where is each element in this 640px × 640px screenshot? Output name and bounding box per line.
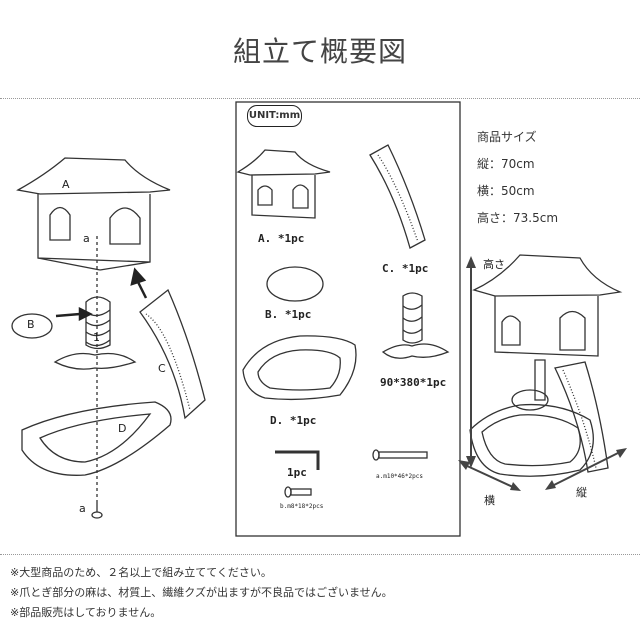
part-post-label: 90*380*1pc — [380, 376, 447, 389]
bottom-divider — [0, 554, 640, 555]
label-screw-a-bottom: a — [79, 502, 86, 515]
note-1: ※大型商品のため、２名以上で組み立ててください。 — [10, 566, 272, 579]
axis-length-label: 縦 — [576, 486, 587, 499]
axis-width-label: 横 — [484, 494, 495, 507]
part-c-label: C. *1pc — [382, 262, 429, 275]
bottom-screw — [91, 511, 103, 519]
note-2: ※爪とぎ部分の麻は、材質上、繊維クズが出ますが不良品ではございません。 — [10, 586, 393, 599]
part-bolt-long-label: a.m10*46*2pcs — [376, 473, 423, 480]
product-size-specs: 商品サイズ 縦：70cm 横：50cm 高さ：73.5cm — [477, 124, 558, 232]
unit-badge: UNIT:mm — [247, 105, 302, 127]
post-base — [53, 352, 137, 370]
note-3: ※部品販売はしておりません。 — [10, 606, 162, 619]
bed-d — [21, 401, 172, 476]
slide-c — [139, 288, 206, 420]
top-divider — [0, 98, 640, 99]
parts-list-frame — [235, 101, 461, 537]
specs-length: 縦：70cm — [477, 157, 535, 171]
house-window-right — [109, 207, 141, 245]
part-a-label: A. *1pc — [258, 232, 305, 245]
label-d: D — [118, 422, 127, 435]
parts-pad-b — [266, 266, 324, 302]
part-bolt-short-label: b.m8*18*2pcs — [280, 503, 324, 510]
label-screw-a: a — [83, 232, 90, 245]
label-b: B — [27, 318, 35, 331]
part-b-label: B. *1pc — [265, 308, 312, 321]
house-roof — [16, 157, 171, 195]
label-a: A — [62, 178, 70, 191]
house-body — [37, 194, 151, 263]
part-d-label: D. *1pc — [270, 414, 317, 427]
notes: ※大型商品のため、２名以上で組み立ててください。 ※爪とぎ部分の麻は、材質上、繊… — [10, 563, 393, 623]
axis-height-label: 高さ — [483, 258, 505, 271]
sisal-post — [85, 296, 111, 350]
part-wrench-label: 1pc — [287, 466, 307, 479]
pad-b — [11, 313, 53, 339]
label-circle-1: 1 — [93, 331, 100, 344]
label-c: C — [158, 362, 166, 375]
specs-height: 高さ：73.5cm — [477, 211, 559, 225]
page-title: 組立て概要図 — [232, 35, 407, 68]
house-window-left — [49, 206, 71, 241]
specs-width: 横：50cm — [477, 184, 535, 198]
specs-heading: 商品サイズ — [477, 130, 537, 144]
